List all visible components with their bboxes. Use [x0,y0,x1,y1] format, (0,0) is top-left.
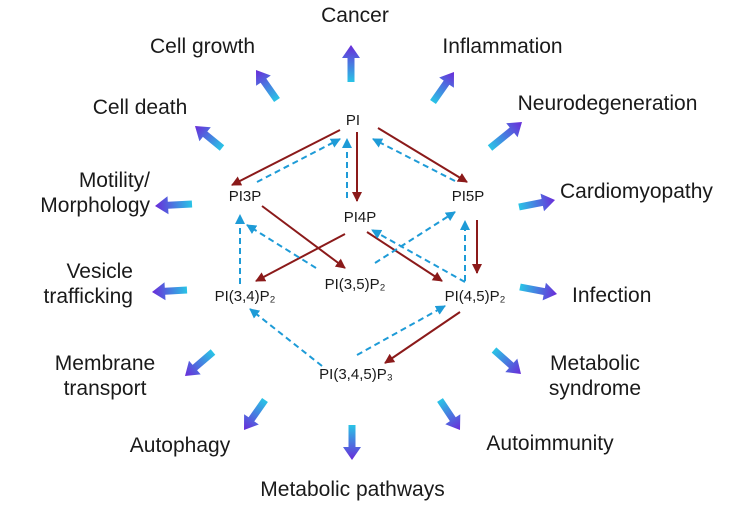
outcome-metabolic-pathways-arrow [343,425,361,460]
kinase-pi-to-pi3p-arrow [231,129,341,186]
node-pi5p: PI5P [451,188,485,205]
phosphatase-pi5p-to-pi-arrow [372,138,456,182]
outcome-infection-label: Infection [572,284,652,307]
phosphatase-pi35p2-to-pi5p-arrow [374,211,456,264]
outcome-membrane-transport-arrow [185,349,216,376]
outcome-cell-growth-arrow [256,70,280,102]
node-pi3p: PI3P [228,188,262,205]
outcome-cancer-arrow [342,45,360,82]
outcome-vesicle-trafficking-label: Vesicle trafficking [43,260,134,308]
outcome-vesicle-trafficking-arrow [152,282,188,301]
outcome-neurodegeneration-arrow [487,122,522,151]
kinase-pi45p2-to-pi345p3-arrow [384,311,461,364]
phosphatase-pi35p2-to-pi3p-arrow [246,224,317,269]
outcome-motility-morphology-arrow [155,196,193,215]
outcome-metabolic-syndrome-arrow [491,347,521,374]
outcome-inflammation-label: Inflammation [442,35,563,58]
phosphatase-pi45p2-to-pi4p-arrow [371,229,466,283]
outcome-autophagy-label: Autophagy [129,434,231,457]
outcome-membrane-transport-label: Membrane transport [54,352,156,400]
outcome-autophagy-arrow [244,398,268,430]
kinase-pi4p-to-pi45p2-arrow [366,231,443,282]
phosphatase-pi345p3-to-pi45p2-arrow [356,305,446,356]
node-pi345p3: PI(3,4,5)P₃ [319,366,393,383]
node-pi34p2: PI(3,4)P₂ [214,288,276,305]
phosphatase-pi345p3-to-pi34p2-arrow [249,308,323,367]
outcome-metabolic-pathways-label: Metabolic pathways [260,478,445,501]
outcome-infection-arrow [519,282,557,301]
phosphatase-pi3p-to-pi-arrow [256,138,341,183]
outcome-cardiomyopathy-arrow [518,193,555,212]
outcome-arrows [152,45,557,460]
outcome-inflammation-arrow [430,72,454,104]
node-pi: PI [345,112,361,129]
outcome-cell-growth-label: Cell growth [149,35,256,58]
outcome-autoimmunity-arrow [437,398,461,430]
conversion-arrows [231,127,482,367]
outcome-autoimmunity-label: Autoimmunity [486,432,614,455]
outcome-cell-death-arrow [195,126,225,151]
kinase-pi-to-pi5p-arrow [377,127,468,183]
outcome-cancer-label: Cancer [321,4,389,27]
outcome-metabolic-syndrome-label: Metabolic syndrome [548,352,642,400]
node-pi45p2: PI(4,5)P₂ [444,288,506,305]
outcome-cell-death-label: Cell death [92,96,188,119]
node-pi4p: PI4P [343,209,377,226]
outcome-neurodegeneration-label: Neurodegeneration [517,92,698,115]
kinase-pi4p-to-pi34p2-arrow [255,233,346,282]
outcome-motility-morphology-label: Motility/ Morphology [40,169,150,217]
outcome-cardiomyopathy-label: Cardiomyopathy [560,180,713,203]
node-pi35p2: PI(3,5)P₂ [324,276,386,293]
kinase-pi3p-to-pi35p2-arrow [261,205,346,269]
